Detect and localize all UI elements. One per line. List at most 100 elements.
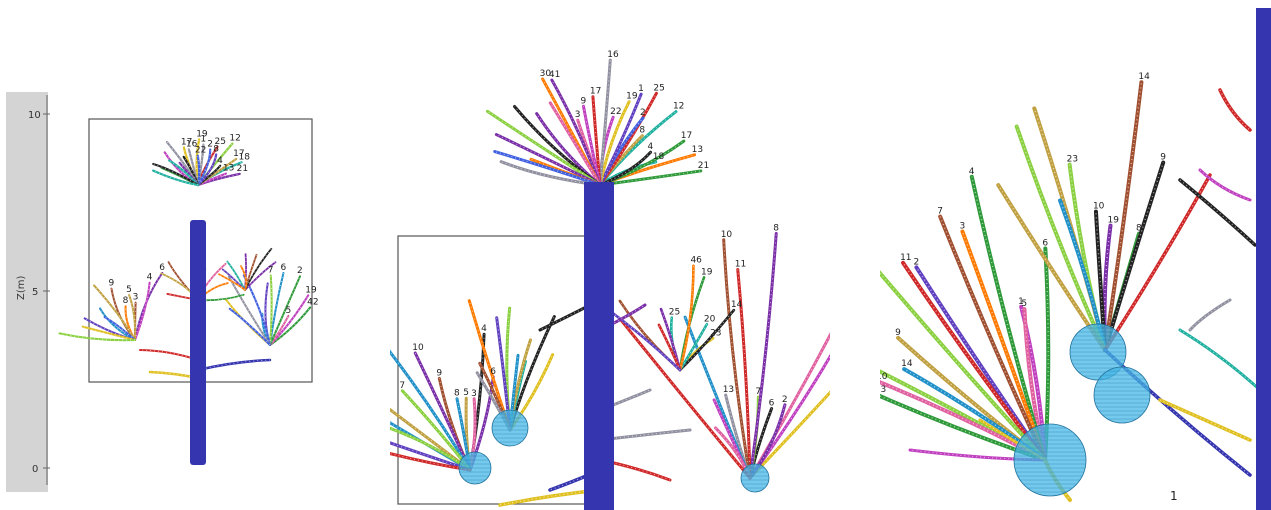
branch-number-label: 5 [126,285,132,295]
panel-caption: 1 [1170,489,1178,503]
panel-high-zoom: 61543721189141910238914191023 1 [880,0,1271,510]
branch-number-label: 17 [181,137,192,147]
branch-number-label: 10 [721,230,733,240]
branch-number-label: 19 [305,285,317,295]
branch-number-label: 12 [229,134,240,144]
branch-number-label: 23 [880,385,886,395]
branch-number-label: 9 [108,279,114,289]
branch-marker-dots [750,256,830,478]
branch [270,275,272,345]
branch-number-label: 3 [575,110,581,120]
branch-number-label: 17 [590,87,601,97]
branch-number-label: 7 [399,381,405,391]
branch-number-label: 17 [681,131,692,141]
branch-number-label: 4 [648,142,654,152]
branch-number-label: 16 [607,50,619,60]
branch-number-label: 8 [773,223,779,233]
branch-number-label: 10 [412,343,424,353]
branch-number-label: 7 [755,387,761,397]
trunk [190,220,206,465]
branch-number-label: 19 [626,92,638,102]
branch-number-label: 10 [880,372,888,382]
branch-number-label: 46 [690,256,702,266]
branch-number-label: 7 [268,265,274,275]
branch-number-label: 2 [297,266,303,276]
branch [1180,330,1260,390]
branch [1180,180,1255,245]
panel-medium-zoom: 2113181741282521192216179341306435891014… [390,0,830,510]
trunk [584,182,614,510]
branch-number-label: 23 [1067,155,1078,165]
axis-tick-0: 0 [32,464,38,475]
branch [1220,90,1250,130]
axis-bar [6,92,48,492]
branch-number-label: 4 [217,156,223,166]
overview-branches [60,139,311,378]
branch-number-label: 5 [1021,299,1027,309]
branch-number-label: 6 [159,263,165,273]
branch-number-label: 25 [215,137,226,147]
branch-number-label: 8 [123,296,129,306]
branch-number-label: 30 [540,69,552,79]
axis-tick-5: 5 [32,287,38,298]
branch-number-label: 23 [710,328,721,338]
branch-number-label: 2 [782,395,788,405]
branch [140,350,198,360]
branch-number-label: 6 [769,399,775,409]
branch-number-label: 21 [698,161,709,171]
branch-number-label: 4 [969,167,975,177]
branch-number-label: 19 [196,129,208,139]
branch-number-label: 3 [471,389,477,399]
branch-number-label: 4 [481,324,487,334]
trunk [1256,8,1271,510]
branch-number-label: 8 [639,126,645,136]
branch-number-label: 14 [901,359,913,369]
branch-number-label: 9 [436,368,442,378]
branch-marker-dots [1200,170,1250,200]
branch-number-label: 1 [638,84,644,94]
branch-marker-dots [750,321,830,478]
branch-number-label: 42 [307,297,318,307]
branch-number-label: 13 [223,164,234,174]
branch-number-label: 14 [1138,72,1150,82]
axis-label: Z(m) [16,276,27,300]
branch-number-label: 10 [1093,202,1105,212]
branch-number-label: 5 [463,388,469,398]
branch-marker-dots [140,350,198,360]
branch-number-label: 8 [1136,224,1142,234]
high-zoom-figure: 61543721189141910238914191023 1 [880,0,1271,510]
branch-number-label: 9 [580,96,586,106]
branch-number-label: 8 [454,389,460,399]
branch-number-label: 20 [704,314,716,324]
branch-number-label: 14 [731,300,743,310]
branch [198,360,270,370]
branch-number-label: 6 [490,367,496,377]
branch [1160,400,1250,440]
branch-number-label: 9 [1160,153,1166,163]
axis-tick-10: 10 [28,110,41,121]
branch-number-label: 2 [207,140,213,150]
branch-number-label: 12 [673,102,684,112]
branch-number-label: 19 [701,267,713,277]
branch-number-label: 9 [895,328,901,338]
branch-number-label: 18 [653,152,665,162]
crop-frame [398,236,598,504]
branch-number-label: 5 [285,306,291,316]
branch-number-label: 6 [280,263,286,273]
medium-zoom-figure: 2113181741282521192216179341306435891014… [390,0,830,510]
branch-number-label: 25 [669,308,680,318]
branch-number-label: 2 [913,257,919,267]
branch-number-label: 11 [900,253,911,263]
branch-number-label: 13 [723,385,734,395]
branch-number-label: 22 [610,107,621,117]
branch [1200,170,1250,200]
whorl-sphere [492,410,528,446]
branch-number-label: 6 [1042,239,1048,249]
branch-number-label: 19 [1107,216,1119,226]
branch [750,256,830,478]
branch-number-label: 13 [692,145,703,155]
branch [750,321,830,478]
branch-number-label: 21 [237,164,248,174]
branch-number-label: 2 [640,108,646,118]
